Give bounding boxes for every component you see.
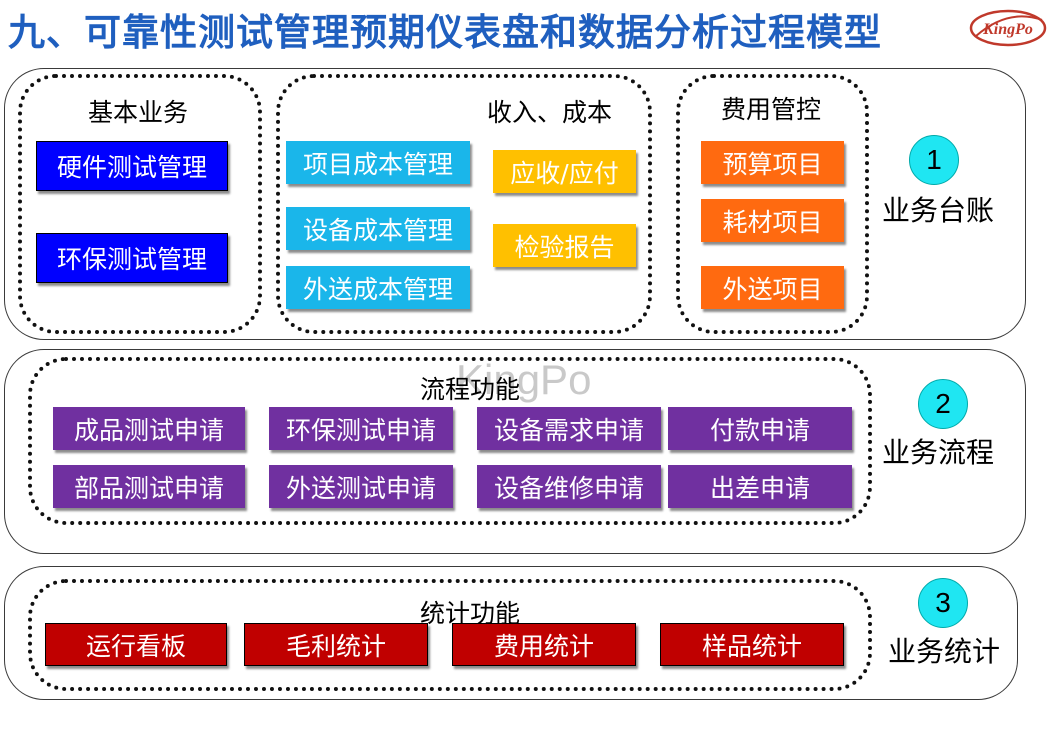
basic-business-group <box>18 74 262 334</box>
kingpo-logo: KingPo <box>968 6 1048 50</box>
badge-1: 1 <box>909 135 959 185</box>
page-title: 九、可靠性测试管理预期仪表盘和数据分析过程模型 <box>8 11 882 54</box>
finished-test-apply-box[interactable]: 成品测试申请 <box>53 407 245 450</box>
sample-stats-box[interactable]: 样品统计 <box>660 623 844 666</box>
process-side-label: 业务流程 <box>882 436 995 469</box>
receivable-payable-box[interactable]: 应收/应付 <box>493 150 636 193</box>
income-cost-title: 收入、成本 <box>487 98 613 127</box>
process-function-group <box>28 357 872 525</box>
budget-item-box[interactable]: 预算项目 <box>701 141 844 184</box>
operation-dashboard-box[interactable]: 运行看板 <box>45 623 227 666</box>
inspection-report-box[interactable]: 检验报告 <box>493 224 636 267</box>
watermark: KingPo <box>456 356 592 403</box>
equipment-demand-apply-box[interactable]: 设备需求申请 <box>477 407 661 450</box>
outsource-test-apply-box[interactable]: 外送测试申请 <box>269 465 453 508</box>
project-cost-mgmt-box[interactable]: 项目成本管理 <box>286 141 470 184</box>
section-ledger-panel <box>4 68 1026 340</box>
component-test-apply-box[interactable]: 部品测试申请 <box>53 465 245 508</box>
logo-text: KingPo <box>982 21 1033 38</box>
fee-control-title: 费用管控 <box>721 95 822 124</box>
basic-business-title: 基本业务 <box>88 98 189 127</box>
expense-stats-box[interactable]: 费用统计 <box>452 623 636 666</box>
ledger-side-label: 业务台账 <box>882 194 995 227</box>
hardware-test-mgmt-box[interactable]: 硬件测试管理 <box>36 141 228 191</box>
equipment-repair-apply-box[interactable]: 设备维修申请 <box>477 465 661 508</box>
payment-apply-box[interactable]: 付款申请 <box>668 407 852 450</box>
logo-graphic: KingPo <box>969 9 1047 47</box>
process-function-title: 流程功能 <box>420 375 521 404</box>
business-trip-apply-box[interactable]: 出差申请 <box>668 465 852 508</box>
fee-control-group <box>676 74 869 334</box>
badge-3: 3 <box>918 578 968 628</box>
statistics-function-group <box>28 579 872 691</box>
gross-profit-stats-box[interactable]: 毛利统计 <box>244 623 428 666</box>
outsource-cost-mgmt-box[interactable]: 外送成本管理 <box>286 266 470 309</box>
equipment-cost-mgmt-box[interactable]: 设备成本管理 <box>286 207 470 250</box>
outsource-item-box[interactable]: 外送项目 <box>701 266 844 309</box>
env-test-apply-box[interactable]: 环保测试申请 <box>269 407 453 450</box>
badge-2: 2 <box>918 379 968 429</box>
env-test-mgmt-box[interactable]: 环保测试管理 <box>36 233 228 283</box>
income-cost-group <box>276 74 652 334</box>
statistics-side-label: 业务统计 <box>888 635 1001 668</box>
consumable-item-box[interactable]: 耗材项目 <box>701 199 844 242</box>
